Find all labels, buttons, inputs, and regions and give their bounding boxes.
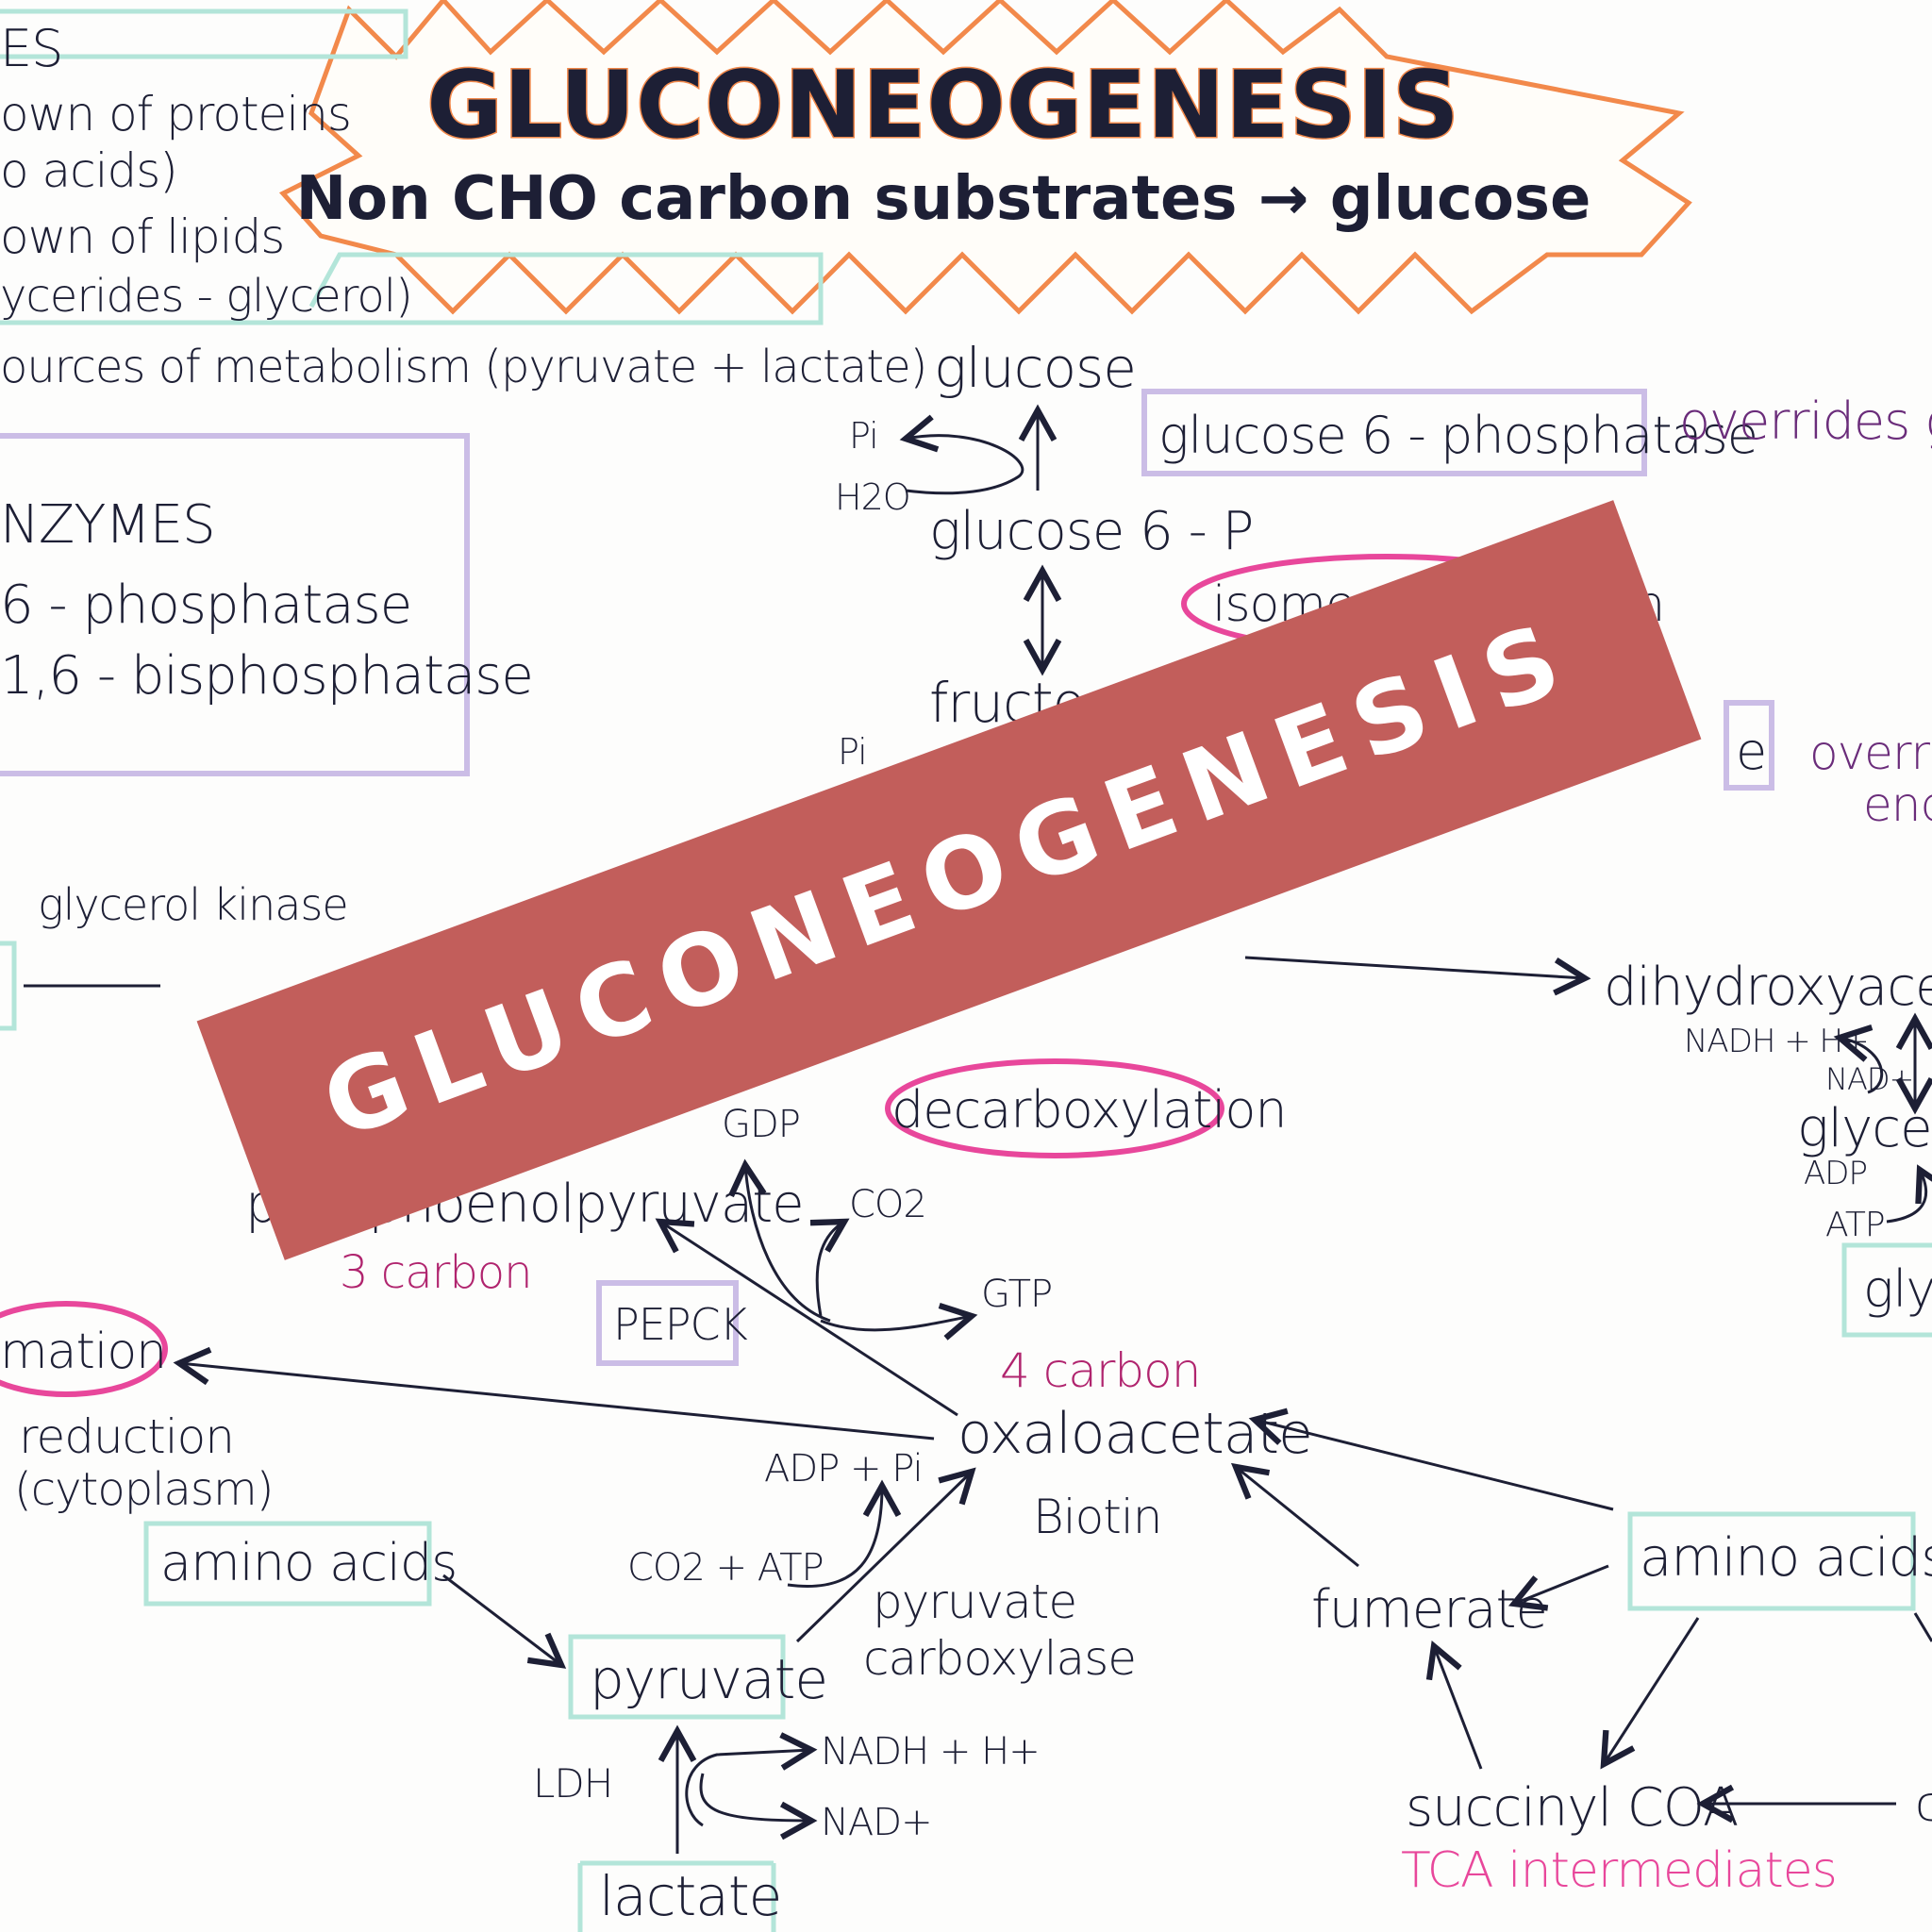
partial-c-label: c — [1915, 1776, 1932, 1833]
enzyme-box-partial — [1724, 700, 1774, 791]
glycerol-kinase-label: glycerol kinase — [38, 879, 348, 930]
glycerol-box-label: glyc — [1863, 1259, 1932, 1319]
adp-pi-label: ADP + Pi — [764, 1447, 923, 1491]
pep-carbon-label: 3 carbon — [340, 1246, 532, 1299]
fumerate-label: fumerate — [1311, 1579, 1547, 1641]
overrides-note: overrides g — [1679, 391, 1932, 451]
h2o-label: H2O — [835, 476, 910, 518]
amino-acids-right-box — [1627, 1511, 1916, 1611]
overrides-note-2b: end — [1863, 777, 1932, 832]
sources-line: own of lipids — [0, 209, 284, 264]
glucose-6-phosphatase-box — [1141, 389, 1647, 476]
pi-label-2: Pi — [838, 731, 867, 773]
sources-line: own of proteins — [0, 87, 351, 142]
enzymes-box: NZYMES 6 - phosphatase 1,6 - bisphosphat… — [0, 433, 534, 776]
dhap-label: dihydroxyaceton — [1604, 957, 1932, 1018]
overrides-note-2: overri — [1809, 725, 1932, 780]
biotin-label: Biotin — [1033, 1490, 1161, 1544]
glucose-6-p-label: glucose 6 - P — [929, 501, 1253, 562]
glucose-label: glucose — [934, 336, 1136, 400]
glucose-6-phosphatase-label: glucose 6 - phosphatase — [1158, 406, 1757, 465]
transamination-label: mation — [0, 1324, 166, 1380]
banner-background — [196, 500, 1702, 1260]
lactate-label: lactate — [599, 1864, 781, 1928]
atp-label: ATP — [1825, 1206, 1885, 1244]
bottom-section: amino acids pyruvate LDH NADH + H+ NAD+ … — [143, 1407, 1932, 1932]
four-carbon-label: 4 carbon — [1000, 1343, 1200, 1398]
reduction-label: reduction — [19, 1409, 234, 1464]
nadh-label: NADH + H+ — [821, 1730, 1040, 1774]
sources-line: ES — [0, 19, 62, 78]
oxaloacetate-label: oxaloacetate — [958, 1401, 1312, 1467]
enzymes-heading: NZYMES — [0, 494, 215, 556]
gdp-label: GDP — [722, 1103, 800, 1146]
co2-atp-label: CO2 + ATP — [627, 1546, 824, 1590]
pi-label: Pi — [849, 415, 878, 457]
succinyl-coa-label: succinyl COA — [1406, 1777, 1738, 1839]
pepck-label: PEPCK — [613, 1299, 748, 1350]
cytoplasm-label: (cytoplasm) — [14, 1463, 273, 1516]
pyruvate-carboxylase-label: pyruvate — [873, 1574, 1076, 1629]
dhap-nadh-label: NADH + H+ — [1684, 1023, 1869, 1060]
title-starburst: GLUCONEOGENESIS Non CHO carbon substrate… — [278, 0, 1692, 315]
enzymes-line: 1,6 - bisphosphatase — [0, 645, 533, 707]
co2-label: CO2 — [849, 1183, 926, 1226]
amino-acids-right-label: amino acids — [1640, 1527, 1932, 1589]
glycerol-area: glycerol kinase dihydroxyaceton NADH + H… — [0, 879, 1932, 1338]
nad-label: NAD+ — [821, 1801, 932, 1844]
sources-line: o acids) — [0, 143, 177, 198]
decarboxylation-label: decarboxylation — [891, 1080, 1287, 1140]
pyruvate-label: pyruvate — [590, 1647, 827, 1711]
gtp-label: GTP — [981, 1273, 1052, 1316]
decarboxylation-ellipse — [885, 1058, 1224, 1158]
sources-box: ES own of proteins o acids) own of lipid… — [0, 8, 927, 393]
page-title: GLUCONEOGENESIS — [426, 52, 1459, 159]
enzyme-box-partial-letter: e — [1736, 722, 1766, 781]
ldh-label: LDH — [533, 1760, 612, 1807]
glycerol-label: glycero — [1797, 1098, 1932, 1159]
amino-acids-left-label: amino acids — [160, 1533, 457, 1592]
pyruvate-box — [568, 1634, 786, 1720]
sources-line: ources of metabolism (pyruvate + lactate… — [0, 341, 926, 393]
tca-intermediates-label: TCA intermediates — [1401, 1842, 1837, 1899]
amino-acids-left-box — [143, 1521, 432, 1607]
sources-line: ycerides - glycerol) — [0, 270, 412, 323]
adp-label: ADP — [1804, 1155, 1867, 1192]
pyruvate-carboxylase-label-2: carboxylase — [863, 1631, 1136, 1686]
pepck-box — [596, 1280, 739, 1366]
dhap-nad-label: NAD+ — [1825, 1061, 1913, 1097]
enzymes-line: 6 - phosphatase — [0, 575, 411, 636]
page-subtitle: Non CHO carbon substrates → glucose — [296, 164, 1591, 234]
transamination-ellipse — [0, 1301, 168, 1397]
